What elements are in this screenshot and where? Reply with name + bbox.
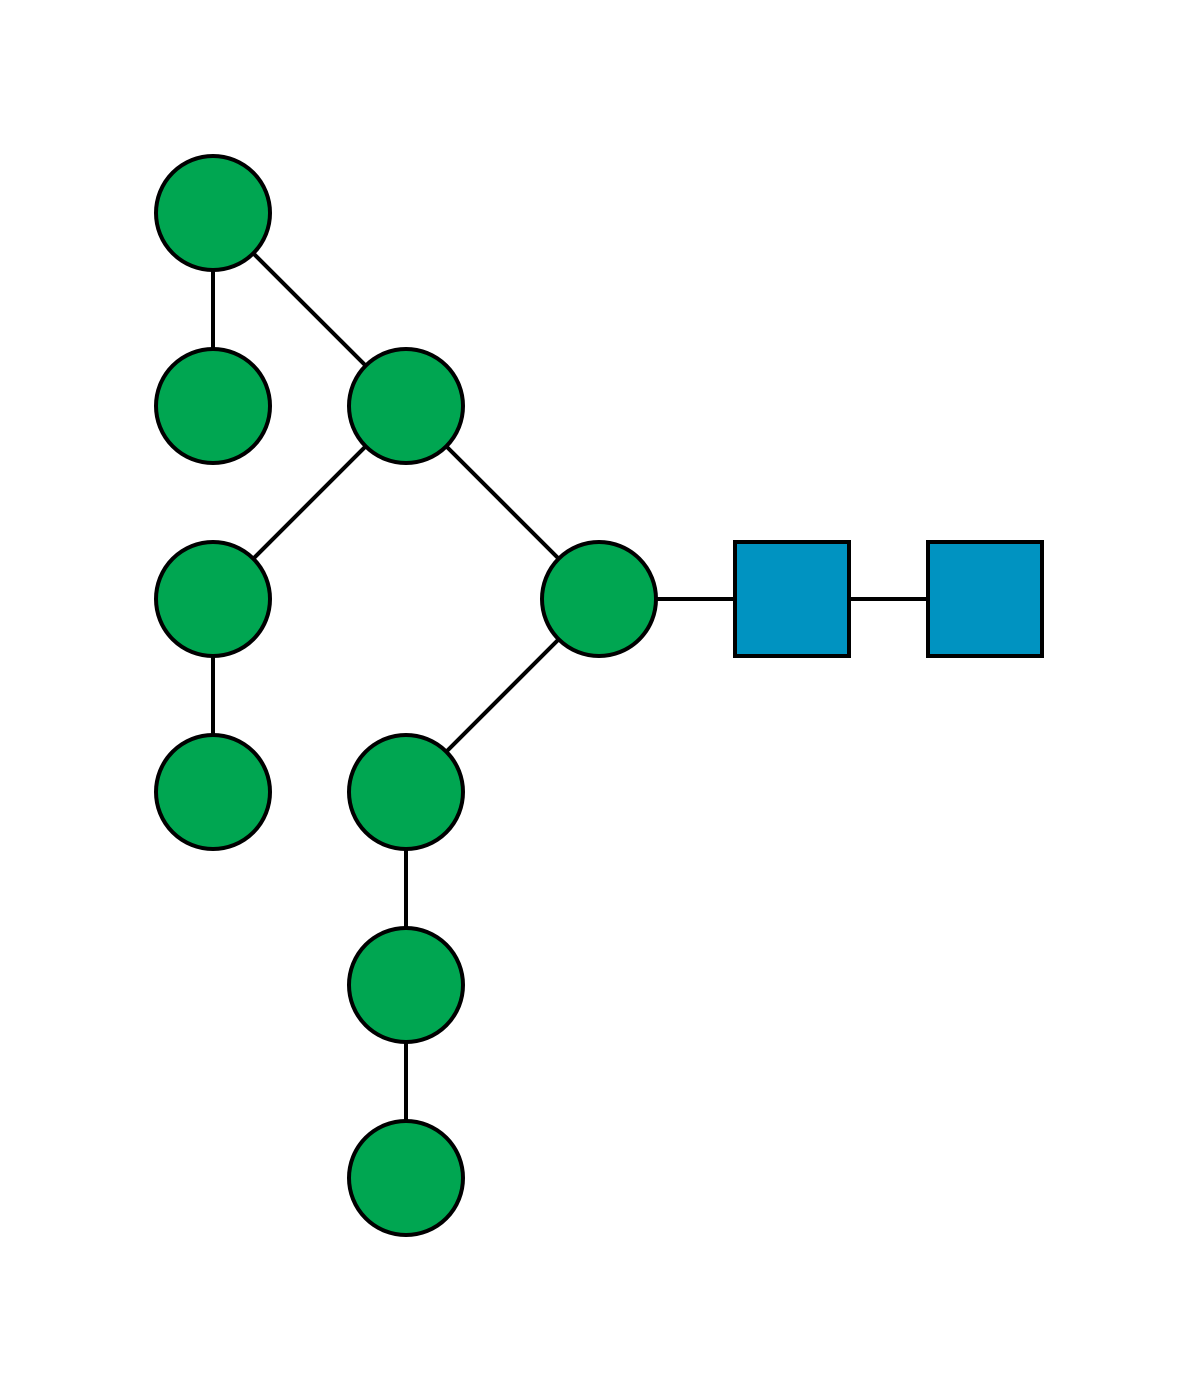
circle-upper-left-circle bbox=[154, 540, 272, 658]
circle-lower-branch-circle bbox=[347, 733, 465, 851]
circle-upper-left-child-circle bbox=[154, 733, 272, 851]
circle-lower-mid-circle bbox=[347, 926, 465, 1044]
links-layer bbox=[211, 211, 985, 1178]
circle-lower-end-circle bbox=[347, 1119, 465, 1237]
sq-terminal-square bbox=[926, 540, 1044, 658]
circle-top-child-circle bbox=[154, 347, 272, 465]
sq-inner-square bbox=[733, 540, 851, 658]
circle-upper-branch-circle bbox=[347, 347, 465, 465]
circle-core-circle bbox=[540, 540, 658, 658]
residues-layer bbox=[154, 154, 1044, 1237]
circle-top-circle bbox=[154, 154, 272, 272]
